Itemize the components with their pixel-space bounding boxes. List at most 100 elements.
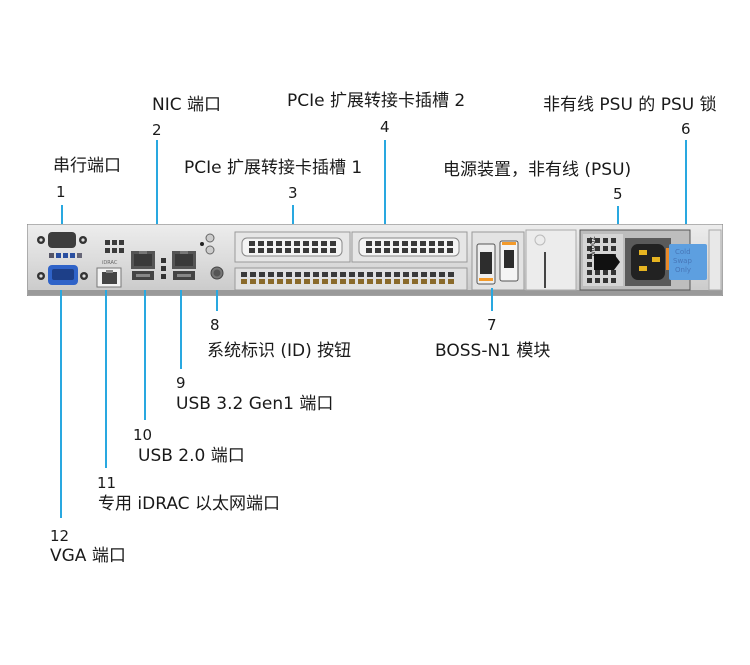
server-rear-panel: iDRAC	[27, 224, 723, 296]
vent-hole	[421, 272, 427, 277]
vent-hole	[250, 279, 256, 284]
vent-hole	[394, 272, 400, 277]
vent-hole	[439, 279, 445, 284]
vent-hole	[603, 246, 608, 251]
vent-hole	[420, 241, 426, 246]
vent-hole	[376, 279, 382, 284]
vent-hole	[439, 272, 445, 277]
vent-hole	[595, 278, 600, 283]
vent-hole	[587, 238, 592, 243]
nic-leds	[161, 258, 166, 279]
vent-hole	[430, 272, 436, 277]
vent-hole	[349, 272, 355, 277]
vent-hole	[295, 272, 301, 277]
vent-hole	[366, 241, 372, 246]
vent-hole	[595, 238, 600, 243]
vent-hole	[294, 241, 300, 246]
svg-text:iDRAC: iDRAC	[102, 260, 118, 266]
vent-hole	[394, 279, 400, 284]
leader-line-4	[384, 140, 386, 240]
vent-hole	[241, 272, 247, 277]
vent-hole	[267, 248, 273, 253]
vent-hole	[447, 248, 453, 253]
vent-hole	[304, 279, 310, 284]
vent-hole	[285, 248, 291, 253]
vent-hole	[241, 279, 247, 284]
vent-hole	[322, 272, 328, 277]
vent-hole	[611, 238, 616, 243]
vent-hole	[587, 278, 592, 283]
vent-hole	[358, 279, 364, 284]
vent-hole	[358, 272, 364, 277]
vent-hole	[603, 238, 608, 243]
callout-label-nic-ports: NIC 端口	[152, 95, 222, 115]
vent-hole	[340, 279, 346, 284]
vent-hole	[259, 272, 265, 277]
vent-hole	[429, 248, 435, 253]
vent-hole	[611, 278, 616, 283]
vent-hole	[587, 246, 592, 251]
system-id-button	[210, 266, 224, 280]
vent-hole	[349, 279, 355, 284]
vent-hole	[611, 270, 616, 275]
vent-hole	[367, 279, 373, 284]
callout-number-11: 11	[97, 474, 117, 492]
vent-hole	[429, 241, 435, 246]
vent-hole	[438, 248, 444, 253]
vent-hole	[268, 272, 274, 277]
svg-text:Cold: Cold	[675, 248, 691, 256]
vent-hole	[595, 270, 600, 275]
nic-port-1	[131, 251, 155, 269]
leader-line-3	[292, 205, 294, 235]
vent-hole	[276, 248, 282, 253]
callout-number-3: 3	[288, 184, 298, 202]
vent-hole	[331, 279, 337, 284]
svg-text:700W: 700W	[588, 236, 596, 256]
vent-hole	[587, 270, 592, 275]
callout-label-psu: 电源装置，非有线 (PSU)	[443, 160, 632, 180]
vent-hole	[249, 248, 255, 253]
callout-number-2: 2	[152, 121, 162, 139]
vent-hole	[258, 241, 264, 246]
vent-hole	[313, 272, 319, 277]
vent-hole	[403, 272, 409, 277]
callout-label-pcie-slot-2: PCIe 扩展转接卡插槽 2	[287, 91, 466, 111]
leader-line-5	[617, 206, 619, 240]
leader-line-9	[180, 290, 182, 369]
vent-hole	[438, 241, 444, 246]
vent-hole	[402, 241, 408, 246]
vent-hole	[595, 246, 600, 251]
vent-hole	[312, 241, 318, 246]
psu-lock: Cold Swap Only	[666, 244, 707, 280]
vent-hole	[375, 248, 381, 253]
vent-hole	[367, 272, 373, 277]
vent-hole	[447, 241, 453, 246]
callout-label-serial-port: 串行端口	[53, 156, 121, 176]
callout-label-idrac-port: 专用 iDRAC 以太网端口	[98, 494, 280, 514]
vent-hole	[321, 248, 327, 253]
vent-hole	[393, 241, 399, 246]
vent-hole	[366, 248, 372, 253]
usb-2-port	[132, 271, 154, 280]
vent-hole	[412, 279, 418, 284]
leader-line-2	[156, 140, 158, 239]
vent-hole	[277, 272, 283, 277]
callout-number-9: 9	[176, 374, 186, 392]
leader-line-7	[491, 288, 493, 311]
indicator-leds	[49, 253, 82, 258]
vent-hole	[321, 241, 327, 246]
vent-hole	[303, 248, 309, 253]
vent-hole	[393, 248, 399, 253]
vent-hole	[611, 246, 616, 251]
vent-hole	[286, 272, 292, 277]
idrac-ethernet-port: iDRAC	[96, 260, 122, 288]
vent-hole	[259, 279, 265, 284]
vent-hole	[313, 279, 319, 284]
vent-hole	[295, 279, 301, 284]
svg-text:Swap: Swap	[673, 257, 692, 265]
leader-line-1	[61, 205, 63, 231]
vent-hole	[331, 272, 337, 277]
chassis-base	[28, 290, 722, 295]
callout-number-7: 7	[487, 316, 497, 334]
vent-hole	[330, 248, 336, 253]
